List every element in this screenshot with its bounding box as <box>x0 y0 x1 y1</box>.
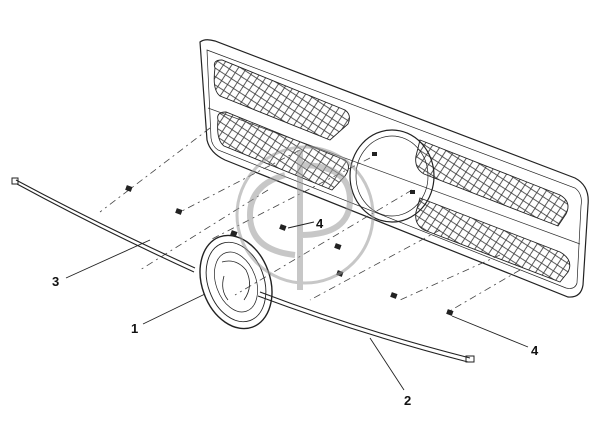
callout-2: 2 <box>404 393 411 408</box>
clip-icon <box>279 224 287 231</box>
callout-4b: 4 <box>531 343 539 358</box>
lower-chrome-trim <box>257 291 475 363</box>
upper-chrome-trim <box>11 177 196 273</box>
callout-3: 3 <box>52 274 59 289</box>
clip-icon <box>410 190 415 194</box>
clip-icon <box>125 185 133 192</box>
watermark-logo <box>235 145 375 290</box>
callout-1: 1 <box>131 321 138 336</box>
leader-lines <box>65 221 529 391</box>
clip-fasteners <box>125 152 454 316</box>
clip-icon <box>446 309 454 316</box>
clip-icon <box>334 243 342 250</box>
grille-panel <box>199 39 589 298</box>
clip-icon <box>175 208 183 215</box>
clip-icon <box>390 292 398 299</box>
emblem-ring <box>199 234 273 330</box>
callout-4a: 4 <box>316 216 324 231</box>
clip-icon <box>372 152 377 156</box>
